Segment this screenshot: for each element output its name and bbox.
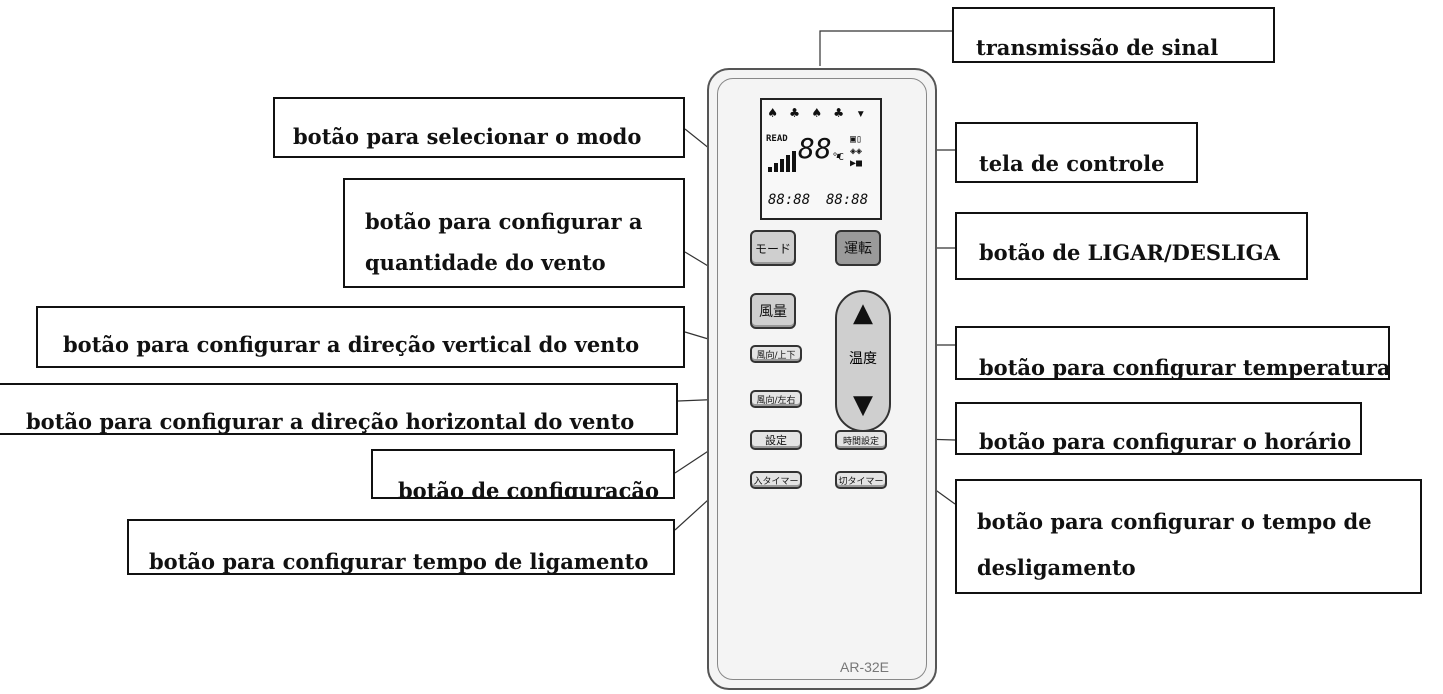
- label-wind-text-2: quantidade do vento: [365, 250, 606, 275]
- lcd-time-right: 88:88: [826, 192, 869, 208]
- power-button[interactable]: 運転: [835, 230, 881, 266]
- label-clock-text: botão para configurar o horário: [979, 429, 1352, 454]
- label-screen-text: tela de controle: [979, 151, 1165, 176]
- label-wind-amount: botão para configurar a quantidade do ve…: [343, 178, 685, 288]
- label-mode-text: botão para selecionar o modo: [293, 124, 642, 149]
- horizontal-swing-button[interactable]: 風向/左右: [750, 390, 802, 408]
- lcd-read-text: READ: [766, 134, 788, 144]
- temperature-up-icon[interactable]: ▲: [853, 298, 873, 328]
- label-vertical-direction: botão para configurar a direção vertical…: [36, 306, 685, 368]
- lcd-signal-bars: [768, 150, 796, 172]
- leader-signal: [819, 30, 952, 66]
- set-button[interactable]: 設定: [750, 430, 802, 450]
- label-on-timer-text: botão para configurar tempo de ligamento: [149, 549, 649, 574]
- label-horizontal-direction: botão para configurar a direção horizont…: [0, 383, 678, 435]
- temperature-rocker[interactable]: ▲ 温度 ▼: [835, 290, 891, 432]
- label-off-timer: botão para configurar o tempo de desliga…: [955, 479, 1422, 594]
- label-off-timer-text-1: botão para configurar o tempo de: [977, 509, 1372, 534]
- lcd-mode-icons: ▣▯◈◈▶■: [850, 134, 863, 169]
- label-off-timer-text-2: desligamento: [977, 555, 1136, 580]
- label-wind-text-1: botão para configurar a: [365, 209, 643, 234]
- label-mode-button: botão para selecionar o modo: [273, 97, 685, 158]
- label-settings-text: botão de configuração: [398, 478, 660, 499]
- lcd-screen: ♠ ♣ ♠ ♣ ▾ READ 88. °C ▣▯◈◈▶■ 88:88 88:88: [760, 98, 882, 220]
- temperature-down-icon[interactable]: ▼: [853, 390, 873, 420]
- label-signal-transmission: transmissão de sinal: [952, 7, 1275, 63]
- mode-button[interactable]: モード: [750, 230, 796, 266]
- lcd-time-left: 88:88: [768, 192, 811, 208]
- fan-speed-button[interactable]: 風量: [750, 293, 796, 329]
- label-control-screen: tela de controle: [955, 122, 1198, 183]
- remote-inner-border: [717, 78, 927, 680]
- label-on-timer: botão para configurar tempo de ligamento: [127, 519, 675, 575]
- clock-set-button[interactable]: 時間設定: [835, 430, 887, 450]
- model-number: AR-32E: [840, 659, 890, 675]
- label-horizontal-text: botão para configurar a direção horizont…: [26, 409, 635, 434]
- label-temperature: botão para configurar temperatura: [955, 326, 1390, 380]
- temperature-label: 温度: [849, 351, 877, 367]
- off-timer-button[interactable]: 切タイマー: [835, 471, 887, 489]
- on-timer-button[interactable]: 入タイマー: [750, 471, 802, 489]
- label-temperature-text: botão para configurar temperatura: [979, 355, 1390, 380]
- label-power-text: botão de LIGAR/DESLIGA: [979, 240, 1280, 265]
- label-clock: botão para configurar o horário: [955, 402, 1362, 455]
- vertical-swing-button[interactable]: 風向/上下: [750, 345, 802, 363]
- label-vertical-text: botão para configurar a direção vertical…: [63, 332, 640, 357]
- lcd-icons: ♠ ♣ ♠ ♣ ▾: [768, 104, 868, 122]
- lcd-unit: °C: [832, 152, 845, 163]
- label-signal-text: transmissão de sinal: [976, 35, 1219, 60]
- label-settings: botão de configuração: [371, 449, 675, 499]
- lcd-big-digits: 88.: [798, 132, 849, 165]
- label-power-button: botão de LIGAR/DESLIGA: [955, 212, 1308, 280]
